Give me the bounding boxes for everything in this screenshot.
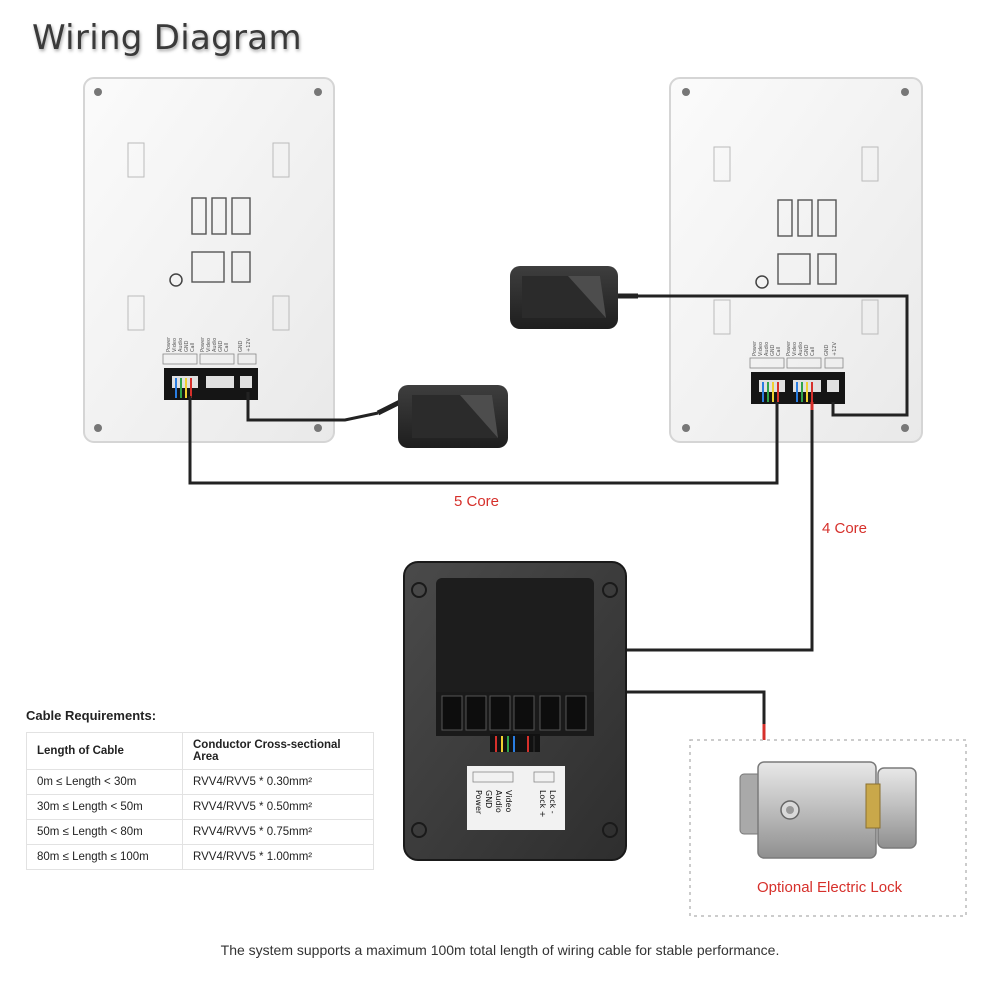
table-cell: 50m ≤ Length < 80m: [26, 819, 183, 845]
table-cell: RVV4/RVV5 * 0.50mm²: [182, 794, 374, 820]
svg-text:Audio: Audio: [494, 790, 503, 813]
table-row: 0m ≤ Length < 30m RVV4/RVV5 * 0.30mm²: [26, 769, 374, 795]
svg-text:+12V: +12V: [246, 337, 252, 352]
table-row: 30m ≤ Length < 50m RVV4/RVV5 * 0.50mm²: [26, 794, 374, 820]
electric-lock-label: Optional Electric Lock: [757, 879, 903, 896]
cable-requirements-heading: Cable Requirements:: [26, 708, 157, 723]
svg-text:Video: Video: [172, 338, 178, 352]
svg-text:GND: GND: [770, 344, 776, 356]
svg-text:Audio: Audio: [212, 338, 218, 352]
svg-text:Call: Call: [810, 347, 816, 356]
power-adapter-1: [376, 385, 508, 448]
diagram-title: Wiring Diagram: [32, 18, 302, 58]
cable-requirements: Cable Requirements: Length of Cable Cond…: [26, 708, 376, 870]
svg-text:GND: GND: [238, 340, 244, 352]
monitor-1-terminal-labels: Power Video Audio GND Call Power Video A…: [166, 336, 252, 352]
svg-text:Video: Video: [504, 790, 513, 813]
svg-text:Power: Power: [786, 340, 792, 356]
indoor-monitor-2: Power Video Audio GND Call Power Video A…: [669, 77, 923, 443]
monitor-2-terminal-labels: Power Video Audio GND Call Power Video A…: [752, 340, 838, 356]
svg-text:Power: Power: [200, 336, 206, 352]
svg-text:Power: Power: [474, 790, 483, 815]
svg-text:Audio: Audio: [764, 342, 770, 356]
table-cell: 80m ≤ Length ≤ 100m: [26, 844, 183, 870]
five-core-cable: [188, 396, 779, 485]
svg-text:Lock -: Lock -: [548, 790, 557, 814]
electric-lock: [689, 739, 967, 917]
table-cell: 0m ≤ Length < 30m: [26, 769, 183, 795]
svg-text:Video: Video: [792, 342, 798, 356]
table-cell: RVV4/RVV5 * 0.30mm²: [182, 769, 374, 795]
svg-text:Call: Call: [776, 347, 782, 356]
svg-text:Power: Power: [166, 336, 172, 352]
four-core-label: 4 Core: [822, 520, 867, 537]
table-cell: 30m ≤ Length < 50m: [26, 794, 183, 820]
svg-text:Lock +: Lock +: [538, 790, 547, 818]
table-header-row: Length of Cable Conductor Cross-sectiona…: [26, 732, 374, 770]
svg-text:GND: GND: [184, 340, 190, 352]
outdoor-terminal-labels: Power GND Audio Video Lock + Lock -: [474, 790, 557, 818]
svg-text:GND: GND: [804, 344, 810, 356]
power-adapter-2: [510, 266, 638, 329]
table-row: 80m ≤ Length ≤ 100m RVV4/RVV5 * 1.00mm²: [26, 844, 374, 870]
svg-text:Power: Power: [752, 340, 758, 356]
column-header: Conductor Cross-sectional Area: [182, 732, 374, 770]
svg-text:GND: GND: [824, 344, 830, 356]
table-cell: RVV4/RVV5 * 1.00mm²: [182, 844, 374, 870]
svg-text:+12V: +12V: [832, 341, 838, 356]
svg-text:GND: GND: [218, 340, 224, 352]
footer-note: The system supports a maximum 100m total…: [220, 942, 780, 958]
svg-text:Audio: Audio: [178, 338, 184, 352]
table-cell: RVV4/RVV5 * 0.75mm²: [182, 819, 374, 845]
column-header: Length of Cable: [26, 732, 183, 770]
svg-text:Audio: Audio: [798, 342, 804, 356]
table-row: 50m ≤ Length < 80m RVV4/RVV5 * 0.75mm²: [26, 819, 374, 845]
indoor-monitor-1: Power Video Audio GND Call Power Video A…: [83, 77, 335, 443]
monitor-1-power-cable: [246, 392, 379, 422]
cable-requirements-table: Length of Cable Conductor Cross-sectiona…: [26, 732, 374, 870]
svg-text:GND: GND: [484, 790, 493, 808]
svg-text:Video: Video: [206, 338, 212, 352]
outdoor-station: Power GND Audio Video Lock + Lock -: [403, 561, 627, 861]
svg-text:Video: Video: [758, 342, 764, 356]
svg-text:Call: Call: [190, 343, 196, 352]
svg-text:Call: Call: [224, 343, 230, 352]
five-core-label: 5 Core: [454, 493, 499, 510]
